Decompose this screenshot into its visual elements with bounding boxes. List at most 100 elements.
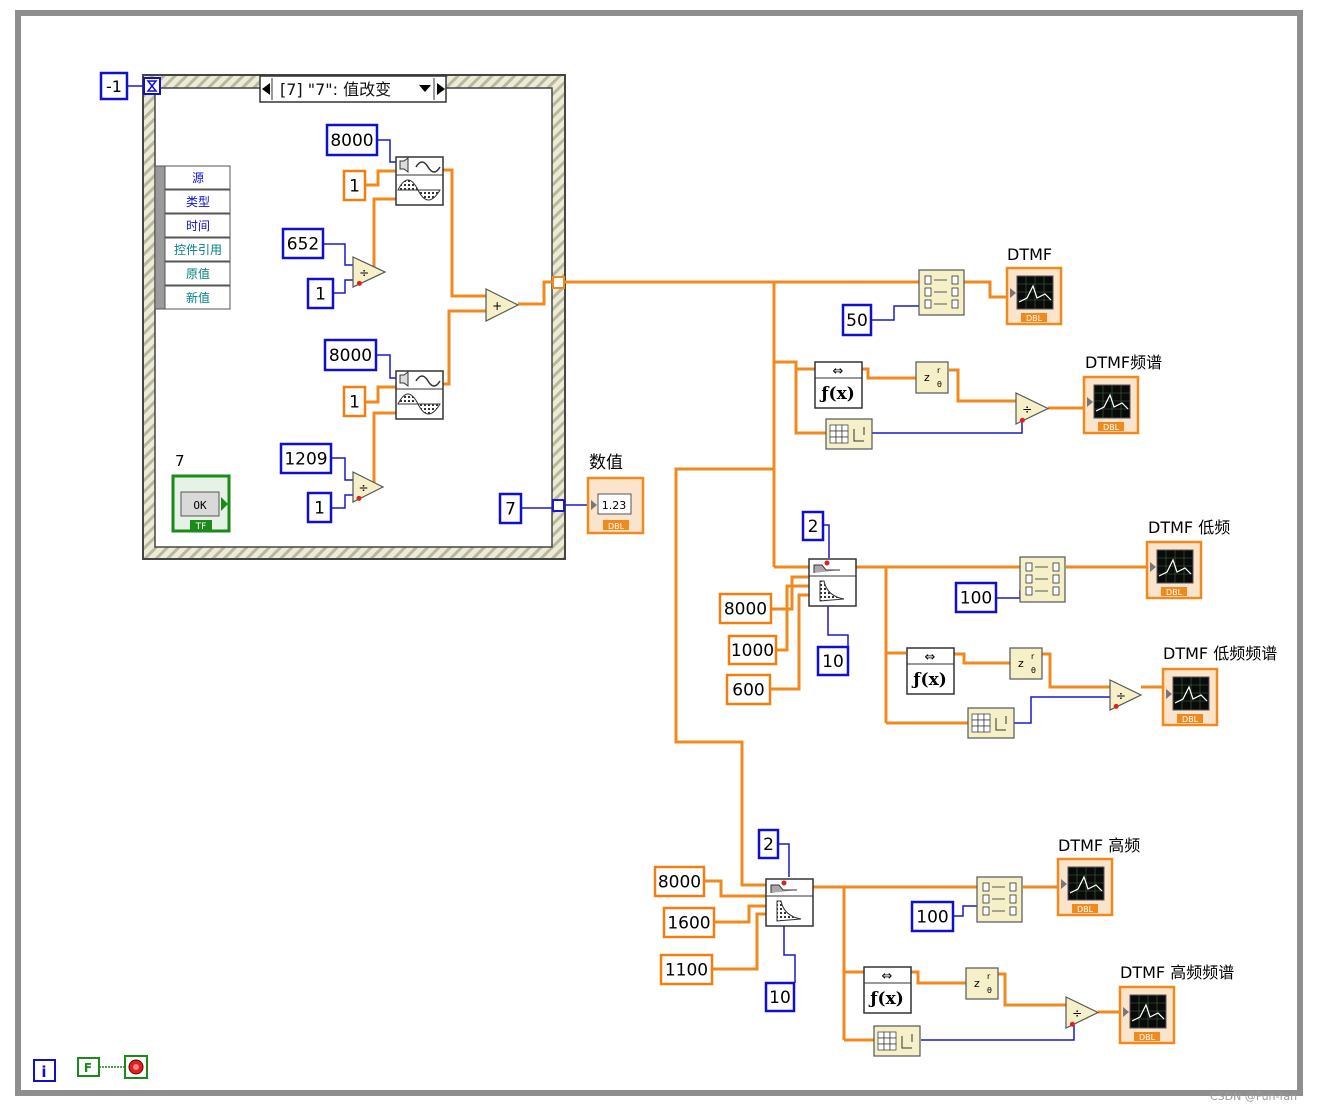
event-data-item-label: 时间 xyxy=(186,219,210,233)
constant-amp-high[interactable]: 1 xyxy=(342,385,367,418)
constant-high-fs[interactable]: 8000 xyxy=(653,865,706,898)
svg-text:z: z xyxy=(924,371,930,384)
svg-text:10: 10 xyxy=(822,652,844,672)
stop-false-constant[interactable]: F xyxy=(77,1057,100,1077)
sine-pattern-high[interactable] xyxy=(395,370,444,420)
svg-text:1: 1 xyxy=(349,393,360,413)
event-data-item[interactable]: 时间 xyxy=(164,213,231,238)
svg-text:z: z xyxy=(1018,657,1024,670)
constant-high-low-cut[interactable]: 1100 xyxy=(659,953,714,986)
event-case-selector[interactable]: [7] "7": 值改变 xyxy=(259,75,447,103)
filter-response-icon xyxy=(776,900,802,922)
svg-text:θ: θ xyxy=(987,986,992,995)
svg-text:1: 1 xyxy=(314,499,325,519)
sine-pattern-low[interactable] xyxy=(395,156,444,206)
svg-text:⇔: ⇔ xyxy=(925,650,936,665)
constant-freq-low[interactable]: 652 xyxy=(281,227,325,260)
waveform-graph-indicator[interactable]: DBL xyxy=(1005,266,1063,326)
constant-low-block[interactable]: 100 xyxy=(954,581,998,614)
divide-spectrum[interactable]: ÷ xyxy=(1015,392,1050,425)
array-subset-node[interactable] xyxy=(1019,556,1066,603)
constant-high-high-cut[interactable]: 1600 xyxy=(662,906,716,939)
constant-low-low-cut[interactable]: 600 xyxy=(725,673,772,706)
constant-high-order[interactable]: 2 xyxy=(757,828,780,860)
array-subset-node[interactable] xyxy=(976,876,1023,923)
ok-button-terminal[interactable]: OK TF xyxy=(171,474,231,533)
event-data-item-label: 类型 xyxy=(186,195,210,209)
svg-text:652: 652 xyxy=(287,235,319,255)
svg-text:8000: 8000 xyxy=(329,346,372,366)
constant-high-block[interactable]: 100 xyxy=(910,900,955,933)
timeout-terminal[interactable] xyxy=(143,77,161,95)
waveform-graph-indicator[interactable]: DBL xyxy=(1082,375,1140,435)
dtmf-low-label: DTMF 低频 xyxy=(1148,518,1230,537)
svg-text:r: r xyxy=(937,366,941,375)
event-data-item[interactable]: 控件引用 xyxy=(164,237,231,262)
event-data-item-label: 源 xyxy=(192,171,204,185)
dtmf-high-spectrum-label: DTMF 高频频谱 xyxy=(1120,963,1234,982)
svg-text:DBL: DBL xyxy=(1103,423,1120,432)
svg-text:8000: 8000 xyxy=(658,873,701,893)
fft-node[interactable]: ⇔ƒ(x) xyxy=(814,361,863,409)
timeout-constant[interactable]: -1 xyxy=(99,71,129,101)
svg-text:÷: ÷ xyxy=(1022,403,1032,417)
complex-to-polar-node[interactable]: zrθ xyxy=(965,967,999,1000)
svg-text:÷: ÷ xyxy=(359,266,369,280)
svg-text:8000: 8000 xyxy=(724,600,767,620)
complex-to-polar-node[interactable]: zrθ xyxy=(1009,647,1043,680)
array-size-node[interactable] xyxy=(967,707,1015,739)
constant-low-fs[interactable]: 8000 xyxy=(718,592,773,625)
constant-sr-high[interactable]: 8000 xyxy=(323,338,378,372)
divide-high[interactable]: ÷ xyxy=(352,471,385,503)
svg-text:DBL: DBL xyxy=(1026,314,1043,323)
waveform-graph-indicator[interactable]: DBL xyxy=(1145,540,1203,600)
event-data-item-label: 控件引用 xyxy=(174,243,222,257)
constant-amp-low[interactable]: 1 xyxy=(342,169,367,202)
constant-sr-low[interactable]: 8000 xyxy=(325,123,379,157)
divide-low[interactable]: ÷ xyxy=(352,256,387,288)
event-data-item-label: 新值 xyxy=(186,290,210,305)
dtmf-label: DTMF xyxy=(1007,245,1052,264)
divide-high-spectrum[interactable]: ÷ xyxy=(1065,996,1100,1029)
array-size-node[interactable] xyxy=(873,1025,921,1057)
numeric-indicator-label: 数值 xyxy=(589,453,623,473)
size-nodes-layer xyxy=(825,418,1015,1057)
value-tunnel[interactable] xyxy=(552,499,565,512)
signal-tunnel[interactable] xyxy=(552,276,565,289)
constant-low-high-cut[interactable]: 1000 xyxy=(727,634,778,666)
waveform-graph-indicator[interactable]: DBL xyxy=(1118,985,1176,1045)
event-data-item[interactable]: 源 xyxy=(164,165,231,190)
while-loop-frame[interactable] xyxy=(15,10,1303,1096)
constant-value-const[interactable]: 7 xyxy=(498,492,523,525)
constant-div-high[interactable]: 1 xyxy=(306,491,333,524)
bandpass-filter-high[interactable] xyxy=(765,878,814,927)
event-data-item[interactable]: 类型 xyxy=(164,189,231,214)
event-data-item[interactable]: 新值 xyxy=(164,285,231,310)
waveform-graph-indicator[interactable]: DBL xyxy=(1161,667,1219,727)
event-data-item[interactable]: 原值 xyxy=(164,261,231,286)
constants-layer: 8000 1 652 1 8000 1 1209 1 7 50 2 8000 1000 600 10 100 2… xyxy=(279,123,998,1013)
constant-high-taps[interactable]: 10 xyxy=(764,981,796,1013)
waveform-graph-indicator[interactable]: DBL xyxy=(1056,857,1114,917)
add-node[interactable]: + xyxy=(485,288,520,322)
constant-div-low[interactable]: 1 xyxy=(306,277,335,310)
svg-text:-1: -1 xyxy=(106,77,122,96)
constant-low-taps[interactable]: 10 xyxy=(816,645,850,677)
constant-low-order[interactable]: 2 xyxy=(801,510,825,542)
constant-freq-high[interactable]: 1209 xyxy=(279,442,333,475)
svg-text:⇔: ⇔ xyxy=(882,969,893,984)
divide-low-spectrum[interactable]: ÷ xyxy=(1109,679,1143,711)
svg-text:10: 10 xyxy=(769,988,791,1008)
array-subset-node[interactable] xyxy=(918,269,965,316)
complex-to-polar-node[interactable]: zrθ xyxy=(915,361,949,394)
array-size-node[interactable] xyxy=(825,418,873,450)
iteration-terminal[interactable]: i xyxy=(33,1059,56,1082)
constant-block-size[interactable]: 50 xyxy=(841,303,873,337)
stop-terminal[interactable] xyxy=(124,1055,148,1079)
fft-node[interactable]: ⇔ƒ(x) xyxy=(906,647,955,695)
numeric-indicator[interactable]: 1.23 DBL xyxy=(586,476,645,535)
bandpass-filter-low[interactable] xyxy=(808,558,857,607)
fft-node[interactable]: ⇔ƒ(x) xyxy=(863,966,912,1014)
